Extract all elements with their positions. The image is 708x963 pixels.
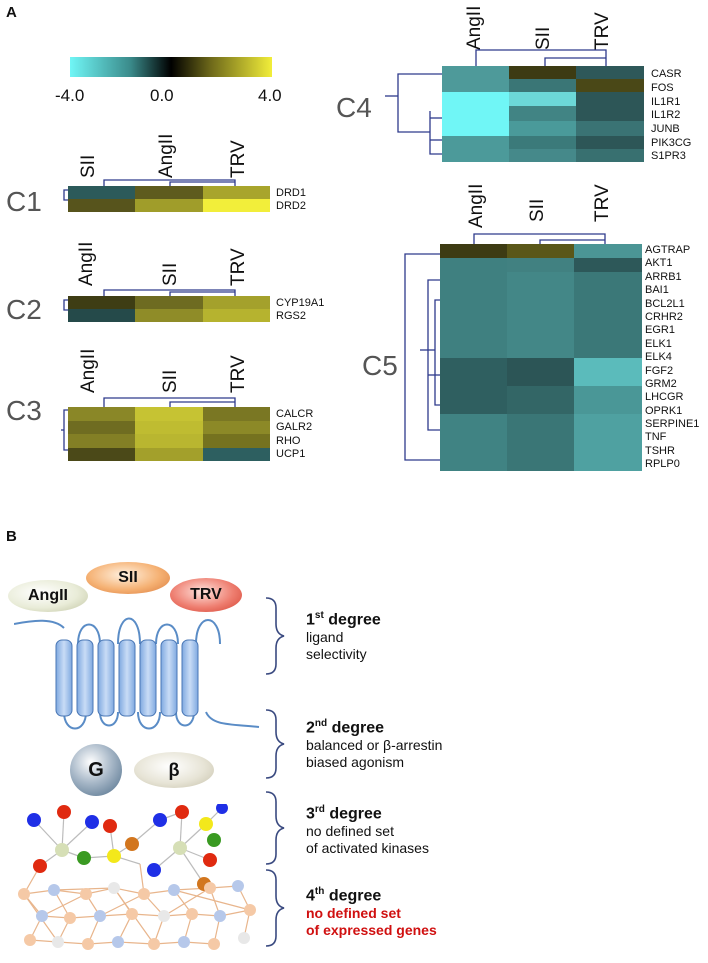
cluster-label-c1: C1 (6, 186, 42, 217)
panel-a-label: A (6, 4, 17, 21)
column-label: TRV (592, 184, 613, 222)
degree-word: degree (328, 887, 382, 905)
gene-label: BCL2L1 (645, 297, 685, 310)
cluster-label-c4: C4 (336, 92, 372, 123)
color-scale-bar (70, 57, 272, 77)
gene-label: CYP19A1 (276, 297, 325, 309)
beta-arrestin-icon: β (134, 752, 214, 788)
heatmap-c1 (68, 186, 270, 212)
gene-label: CALCR (276, 408, 314, 420)
effector-label: G (88, 758, 104, 781)
degree-description: selectivity (306, 646, 367, 663)
degree-1-block: 1st degree ligand selectivity (306, 610, 381, 663)
degree-description: biased agonism (306, 754, 405, 771)
scale-tick-mid: 0.0 (150, 86, 174, 105)
gene-label: RHO (276, 435, 301, 447)
gene-label: DRD1 (276, 187, 306, 199)
gene-label: EGR1 (645, 324, 675, 337)
dendrogram-c3 (61, 397, 236, 451)
degree-number: 3 (306, 805, 315, 823)
heatmap-c3 (68, 407, 270, 461)
ligand-label: SII (118, 569, 138, 586)
dendrogram-c1 (63, 179, 236, 201)
heatmap-c2 (68, 296, 270, 322)
gene-label: BAI1 (645, 284, 669, 297)
degree-description: of activated kinases (306, 840, 429, 857)
gene-label: UCP1 (276, 448, 306, 460)
degree-number: 1 (306, 611, 315, 629)
gene-label: IL1R2 (651, 109, 681, 121)
scale-tick-max: 4.0 (258, 86, 282, 105)
heatmap-c4 (442, 66, 644, 162)
scale-tick-min: -4.0 (55, 86, 85, 105)
cluster-label-c3: C3 (6, 395, 42, 426)
gene-label: CRHR2 (645, 310, 683, 323)
column-label: SII (527, 198, 548, 222)
gene-label: FOS (651, 82, 674, 94)
gene-label: JUNB (651, 123, 680, 135)
effector-label: β (168, 759, 180, 780)
gene-label: ELK4 (645, 351, 672, 364)
ligand-sii: SII (86, 562, 170, 594)
gene-label: CASR (651, 68, 682, 80)
gene-label: GALR2 (276, 421, 313, 433)
gene-label: FGF2 (645, 364, 674, 377)
gene-label: TNF (645, 431, 667, 444)
ligand-trv: TRV (170, 578, 242, 612)
signaling-network-diagram (18, 804, 256, 950)
degree-suffix: th (314, 886, 325, 897)
degree-suffix: nd (314, 718, 328, 729)
degree-number: 4 (306, 887, 315, 905)
gene-label: ELK1 (645, 337, 672, 350)
cluster-label-c2: C2 (6, 294, 42, 325)
degree-description: of expressed genes (306, 922, 437, 939)
ligand-angii: AngII (8, 580, 88, 612)
gene-label: RPLP0 (645, 458, 680, 471)
degree-suffix: st (314, 610, 324, 621)
degree-3-block: 3rd degree no defined set of activated k… (306, 804, 429, 857)
dendrogram-c4 (385, 49, 607, 155)
gene-label: PIK3CG (651, 137, 692, 149)
degree-4-block: 4th degree no defined set of expressed g… (306, 886, 437, 939)
degree-number: 2 (306, 719, 315, 737)
gene-label: RGS2 (276, 310, 306, 322)
dendrogram-c5 (404, 233, 606, 461)
c5-gene-list: AGTRAP AKT1 ARRB1 BAI1 BCL2L1 CRHR2 EGR1… (645, 244, 699, 472)
gene-label: TSHR (645, 444, 675, 457)
ligand-label: AngII (28, 587, 68, 604)
gene-label: LHCGR (645, 391, 684, 404)
gene-label: AKT1 (645, 257, 673, 270)
dendrogram-c2 (63, 289, 236, 311)
g-protein-icon: G (70, 744, 122, 796)
degree-suffix: rd (314, 804, 325, 815)
gene-label: SERPINE1 (645, 418, 700, 431)
gene-label: S1PR3 (651, 150, 686, 162)
gene-label: OPRK1 (645, 404, 683, 417)
cluster-label-c5: C5 (362, 350, 398, 381)
degree-description: no defined set (306, 905, 401, 922)
degree-word: degree (328, 611, 381, 629)
heatmap-c5 (440, 244, 642, 471)
degree-description: no defined set (306, 823, 394, 840)
degree-description: ligand (306, 629, 344, 646)
degree-word: degree (329, 805, 382, 823)
gene-label: ARRB1 (645, 270, 682, 283)
degree-description: balanced or β-arrestin (306, 737, 443, 754)
gene-label: GRM2 (645, 377, 677, 390)
degree-word: degree (331, 719, 385, 737)
degree-brackets (265, 597, 285, 947)
gpcr-receptor-diagram (14, 617, 260, 730)
column-label: TRV (228, 355, 249, 393)
gene-label: AGTRAP (645, 244, 691, 256)
column-label: AngII (78, 348, 99, 393)
panel-b-label: B (6, 528, 17, 545)
gene-label: DRD2 (276, 200, 306, 212)
degree-2-block: 2nd degree balanced or β-arrestin biased… (306, 718, 442, 771)
gene-label: IL1R1 (651, 96, 681, 108)
ligand-label: TRV (190, 586, 222, 603)
